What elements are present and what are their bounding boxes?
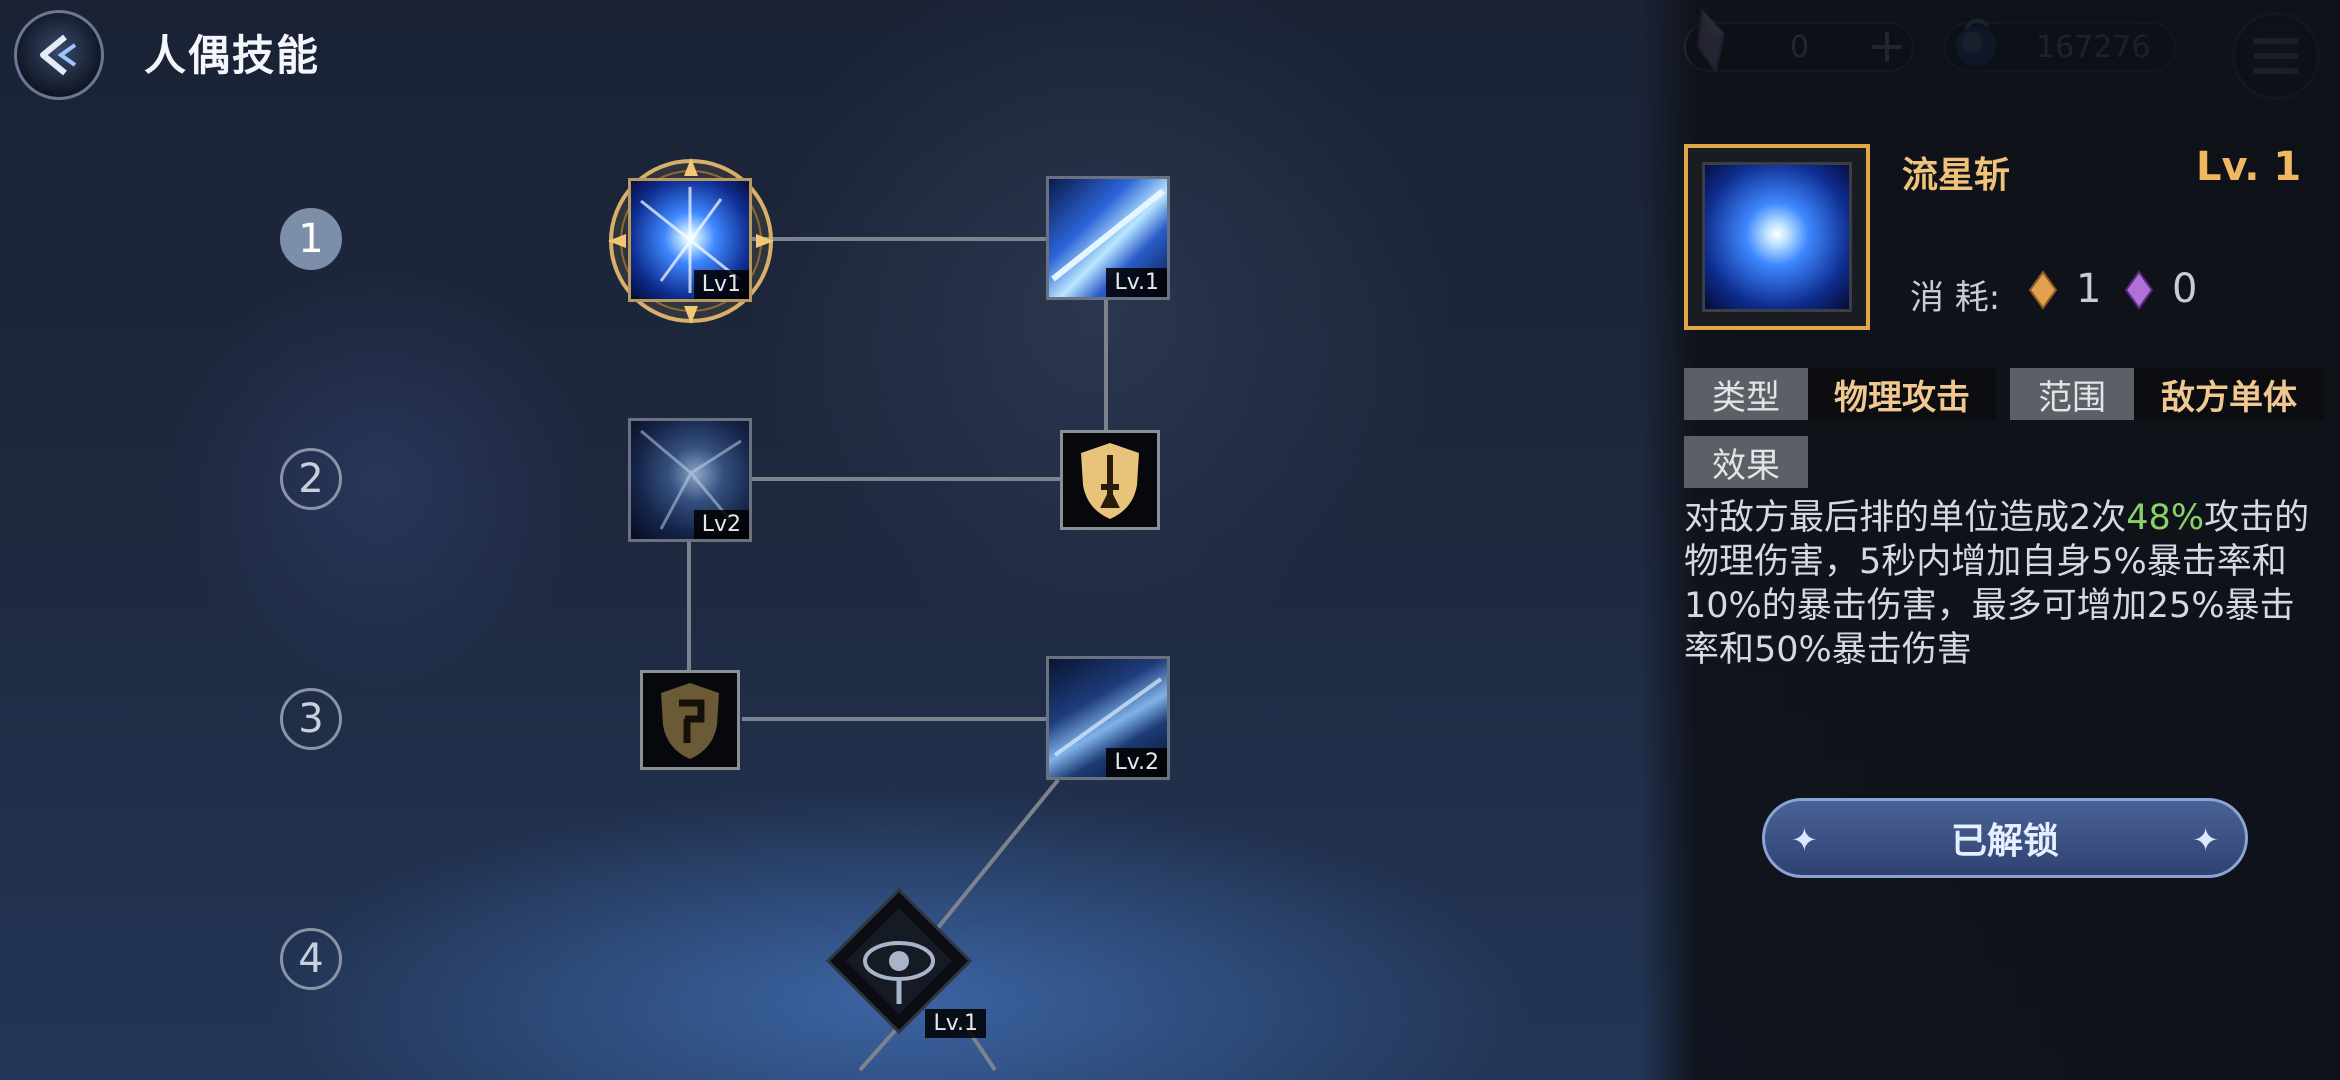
effect-label: 效果 [1684,436,1808,488]
skill-level: Lv. 1 [2196,144,2302,190]
sparkle-icon: ✦ [2192,821,2219,859]
skill-detail-icon-frame [1684,144,1870,330]
orange-gem-icon [2028,270,2058,310]
skill-node-r1-right[interactable]: Lv.1 [1046,176,1170,300]
cost-orange-value: 1 [2076,266,2102,312]
cost-label: 消 耗: [1910,278,2001,318]
connector-line [687,540,691,670]
skill-node-r4-center[interactable]: Lv.1 [824,886,992,1038]
blue-slash-icon [1053,677,1163,757]
row-number-2: 2 [280,448,342,510]
skill-level-label: Lv.1 [1106,268,1167,297]
row-number-3: 3 [280,688,342,750]
meteor-slash-icon [1702,162,1852,312]
range-value: 敌方单体 [2134,368,2324,420]
connector-line [1104,300,1108,432]
skill-node-r3-left[interactable] [640,670,740,770]
description-text: 攻击的物理伤害，5秒内增加自身5%暴击率和10%的暴击伤害，最多可增加25%暴击… [1684,498,2310,670]
unlocked-button[interactable]: ✦ 已解锁 ✦ [1762,798,2248,878]
connector-line [752,477,1060,481]
unlocked-button-label: 已解锁 [1950,821,2059,862]
back-arrow-icon [40,34,77,76]
blue-slash-icon [1051,188,1165,282]
meteor-slash-icon [640,187,740,293]
skill-name: 流星斩 [1902,155,2011,196]
page-title: 人偶技能 [144,31,321,80]
type-value: 物理攻击 [1808,368,1996,420]
sword-shield-icon [1081,443,1139,519]
type-label: 类型 [1684,368,1808,420]
sparkle-icon: ✦ [1791,821,1818,859]
skill-level-label: Lv.1 [925,1009,986,1038]
row-number-4: 4 [280,928,342,990]
row-number-1: 1 [280,208,342,270]
rune-shield-icon [661,683,719,759]
skill-level-label: Lv1 [693,270,749,299]
skill-description: 对敌方最后排的单位造成2次48%攻击的物理伤害，5秒内增加自身5%暴击率和10%… [1684,496,2324,672]
eye-emblem-icon [825,887,973,1035]
purple-gem-icon [2124,270,2154,310]
range-label: 范围 [2010,368,2134,420]
connector-line [742,717,1048,721]
skill-node-r2-right[interactable] [1060,430,1160,530]
skill-level-label: Lv2 [693,510,749,539]
starburst-icon [640,429,742,530]
skill-node-r3-right[interactable]: Lv.2 [1046,656,1170,780]
back-button[interactable] [14,10,104,100]
cost-purple-value: 0 [2172,266,2198,312]
description-highlight: 48% [2126,498,2205,538]
connector-line [752,237,1048,241]
skill-node-r2-left[interactable]: Lv2 [628,418,752,542]
description-text: 对敌方最后排的单位造成2次 [1684,498,2127,538]
skill-level-label: Lv.2 [1106,748,1167,777]
skill-node-r1-left[interactable]: Lv1 [628,178,752,302]
